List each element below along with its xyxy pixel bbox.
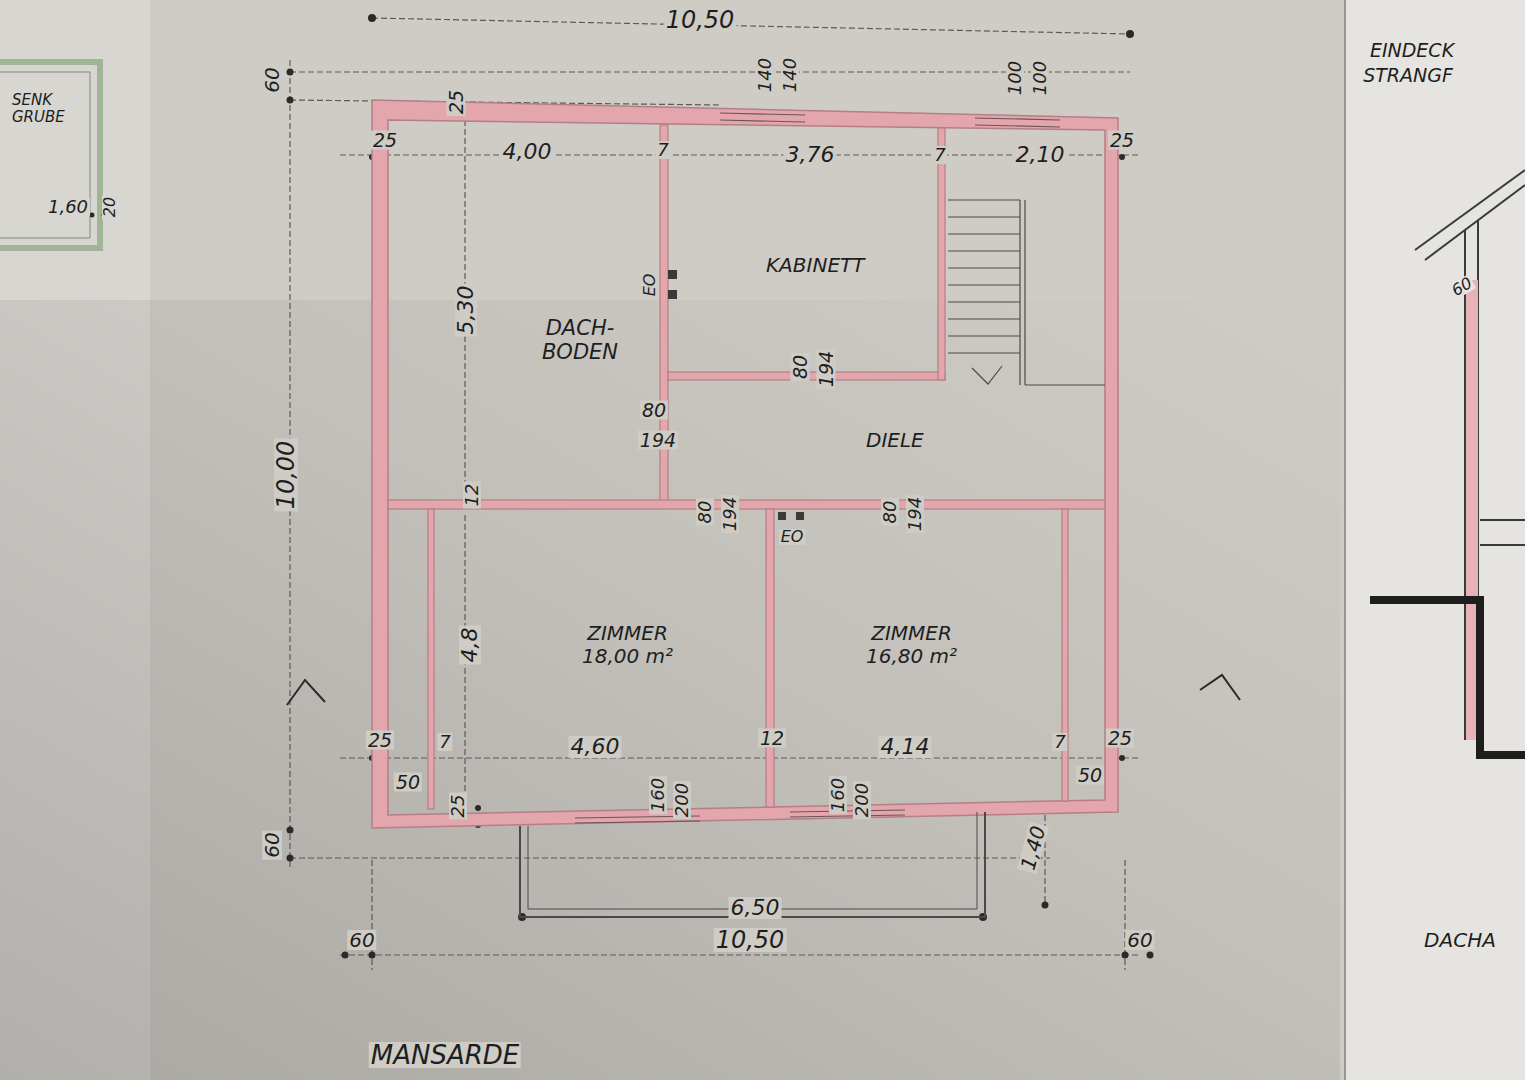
dimension-text: 7 bbox=[437, 733, 452, 751]
dimension-text: 200 bbox=[853, 781, 871, 819]
room-name: 18,00 m² bbox=[582, 645, 673, 668]
dimension-text: 25 bbox=[366, 731, 394, 750]
room-label: ZIMMER16,80 m² bbox=[862, 620, 961, 670]
dimension-text: 200 bbox=[673, 781, 691, 819]
dimension-text: 2,10 bbox=[1014, 144, 1067, 166]
dimension-text: 7 bbox=[932, 146, 947, 164]
dimension-text: 100 bbox=[1031, 59, 1049, 97]
dimension-text: 160 bbox=[829, 776, 847, 814]
room-label: DACH- BODEN bbox=[505, 314, 655, 366]
room-name: 16,80 m² bbox=[866, 645, 957, 668]
dimension-text: 10,50 bbox=[664, 8, 737, 32]
dimension-text: 25 bbox=[371, 131, 399, 150]
dimension-text: STRANGF bbox=[1361, 66, 1455, 85]
room-label: ZIMMER18,00 m² bbox=[578, 620, 677, 670]
dimension-text: 7 bbox=[655, 141, 670, 159]
dimension-text: 4,8 bbox=[459, 626, 481, 665]
dimension-text: 160 bbox=[649, 776, 667, 814]
room-label: DIELE bbox=[862, 427, 928, 454]
dimension-text: 80 bbox=[791, 353, 810, 381]
dimension-text: DACHA bbox=[1422, 930, 1498, 950]
dimension-text: 10,50 bbox=[714, 928, 787, 952]
dimension-text: 7 bbox=[1052, 733, 1067, 751]
dimension-text: EO bbox=[642, 272, 658, 299]
dimension-text: 140 bbox=[756, 56, 774, 94]
dimension-text: 194 bbox=[638, 431, 678, 450]
dimension-text: 4,00 bbox=[501, 141, 554, 163]
dimension-text: 50 bbox=[1076, 766, 1104, 785]
dimension-text: 12 bbox=[463, 482, 481, 509]
dimension-text: 80 bbox=[696, 499, 714, 526]
dimension-text: 50 bbox=[394, 773, 422, 792]
dimension-text: 12 bbox=[758, 729, 786, 748]
dimension-text: 25 bbox=[447, 88, 466, 116]
dimension-text: 25 bbox=[1108, 131, 1136, 150]
dimension-text: 6,50 bbox=[729, 897, 782, 919]
room-name: SENK GRUBE bbox=[0, 62, 100, 127]
dimension-text: 194 bbox=[721, 495, 739, 533]
room-name: DACH- BODEN bbox=[509, 316, 651, 364]
room-name: DIELE bbox=[866, 429, 924, 452]
room-label: KABINETT bbox=[762, 252, 868, 279]
dimension-text: 4,60 bbox=[569, 736, 622, 758]
room-name: KABINETT bbox=[766, 254, 864, 277]
dimension-text: 60 bbox=[347, 930, 376, 950]
dimension-text: EINDECK bbox=[1368, 41, 1456, 60]
dimension-text: 194 bbox=[906, 495, 924, 533]
dimension-text: 100 bbox=[1006, 59, 1024, 97]
dimension-text: 60 bbox=[262, 830, 282, 859]
dimension-text: 60 bbox=[1125, 930, 1154, 950]
room-name: ZIMMER bbox=[582, 622, 673, 645]
dimension-text: 140 bbox=[781, 56, 799, 94]
plan-caption: MANSARDE bbox=[369, 1042, 521, 1068]
room-name: ZIMMER bbox=[866, 622, 957, 645]
dimension-text: 1,60 bbox=[46, 198, 90, 216]
dimension-text: 25 bbox=[1106, 729, 1134, 748]
dimension-text: 5,30 bbox=[455, 284, 477, 337]
dimension-text: 10,00 bbox=[274, 439, 298, 512]
dimension-text: 4,14 bbox=[879, 736, 932, 758]
dimension-text: 3,76 bbox=[784, 144, 837, 166]
dimension-text: 80 bbox=[640, 401, 668, 420]
dimension-text: EO bbox=[779, 529, 806, 545]
pit-box: SENK GRUBE bbox=[0, 62, 100, 248]
dimension-text: 20 bbox=[102, 195, 118, 219]
dimension-text: 60 bbox=[262, 65, 282, 94]
dimension-text: 80 bbox=[881, 499, 899, 526]
dimension-text: 25 bbox=[449, 793, 467, 820]
dimension-text: 194 bbox=[817, 349, 836, 389]
